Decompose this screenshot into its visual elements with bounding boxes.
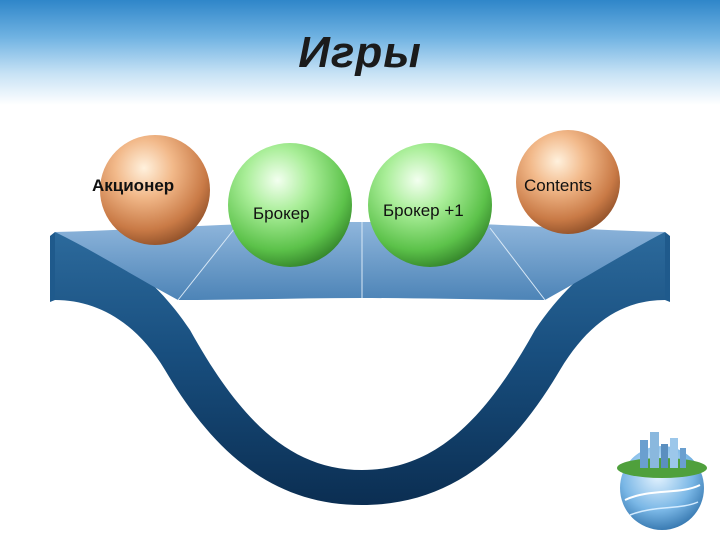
bowl-right-edge [665,232,670,302]
bowl-rim-band [55,222,665,300]
ball-aktsioner [100,135,210,245]
description-text: ThemeGallery is a Design Digital Content… [215,345,505,402]
ball-broker-plus-one [368,143,492,267]
ball-label-contents: Contents [524,176,593,195]
band-divider-3 [489,227,546,301]
band-divider-1 [177,227,236,301]
bowl-left-edge [50,232,55,302]
ball-contents [516,130,620,234]
ball-label-broker: Брокер [253,204,310,223]
description-line-2: Content & Contents mall developed by [236,365,484,381]
ball-label-broker-plus-one: Брокер +1 [383,201,464,220]
description-line-3: Guild Design Inc. [304,384,416,400]
description-line-1: ThemeGallery is a Design Digital [254,346,466,362]
title-background-band [0,0,720,105]
ball-label-aktsioner: Акционер [92,176,175,195]
globe-city-logo [617,432,707,530]
slide-title: Игры [298,28,422,77]
ball-broker [228,143,352,267]
